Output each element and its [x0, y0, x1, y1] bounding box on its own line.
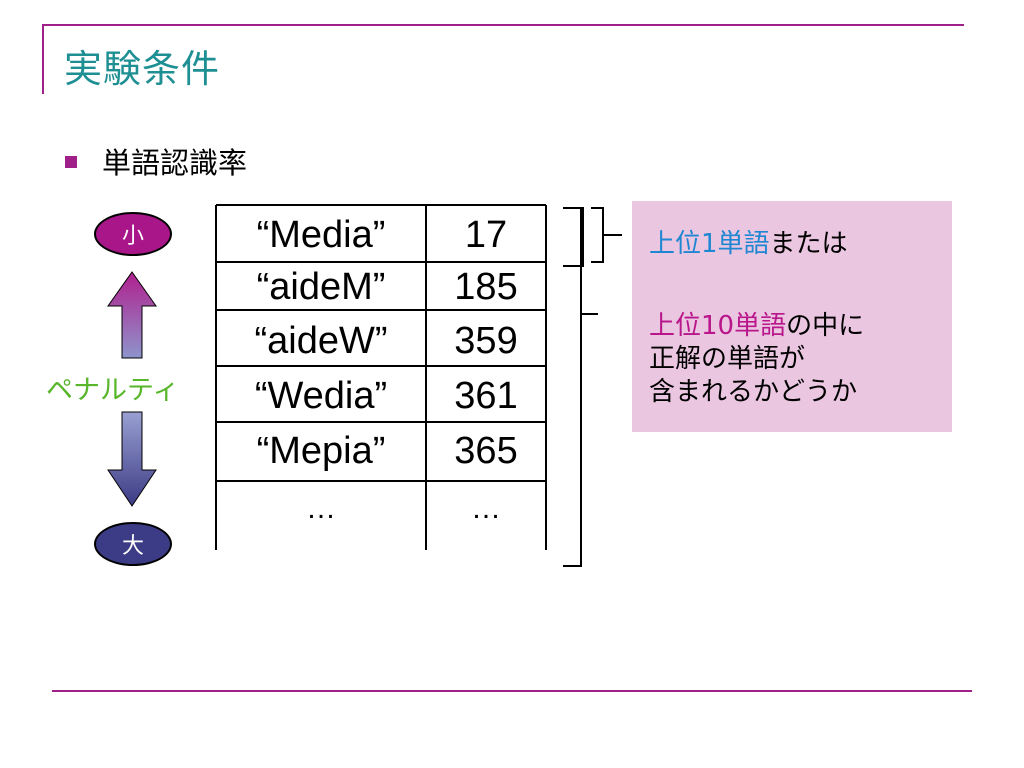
note-top1-text: または [769, 229, 848, 259]
note-top1-highlight: 上位1単語 [649, 229, 770, 259]
table-value-cell: 365 [454, 430, 518, 472]
table-word-cell: “Mepia” [256, 430, 386, 472]
note-top10-text: の中に [786, 311, 865, 341]
table-word-cell: “Media” [256, 214, 386, 256]
penalty-small-node: 小 [94, 212, 172, 256]
bottom-rule [52, 690, 972, 692]
penalty-axis-label: ペナルティ [46, 375, 180, 406]
table-value-cell: 359 [454, 320, 518, 362]
slide-title: 実験条件 [64, 47, 221, 91]
title-rule [42, 24, 964, 26]
table-word-cell: “aideM” [256, 266, 386, 308]
note-top10-highlight: 上位10単語 [649, 311, 787, 341]
penalty-large-node: 大 [94, 522, 172, 566]
bullet-square-icon [65, 156, 77, 168]
note-line-4: 含まれるかどうか [649, 377, 858, 407]
title-side-bar [42, 24, 44, 94]
note-line-3: 正解の単語が [649, 344, 806, 374]
table-word-cell: “aideW” [254, 320, 388, 362]
table-value-cell: 17 [464, 214, 508, 256]
criteria-note-box: 上位1単語または 上位10単語の中に 正解の単語が 含まれるかどうか [632, 201, 952, 432]
note-line-top1: 上位1単語または [649, 223, 848, 260]
note-line-top10: 上位10単語の中に [649, 305, 864, 342]
table-word-cell: “Wedia” [254, 375, 388, 417]
penalty-down-arrow [107, 411, 157, 507]
penalty-up-arrow [107, 271, 157, 359]
penalty-large-label: 大 [121, 534, 144, 559]
table-value-cell: 185 [454, 266, 518, 308]
table-value-cell: 361 [454, 375, 518, 417]
bullet-text: 単語認識率 [102, 146, 248, 180]
table-value-cell: … [471, 492, 501, 525]
penalty-small-label: 小 [121, 224, 144, 249]
table-word-cell: … [306, 492, 336, 525]
penalty-arrows [107, 271, 157, 507]
